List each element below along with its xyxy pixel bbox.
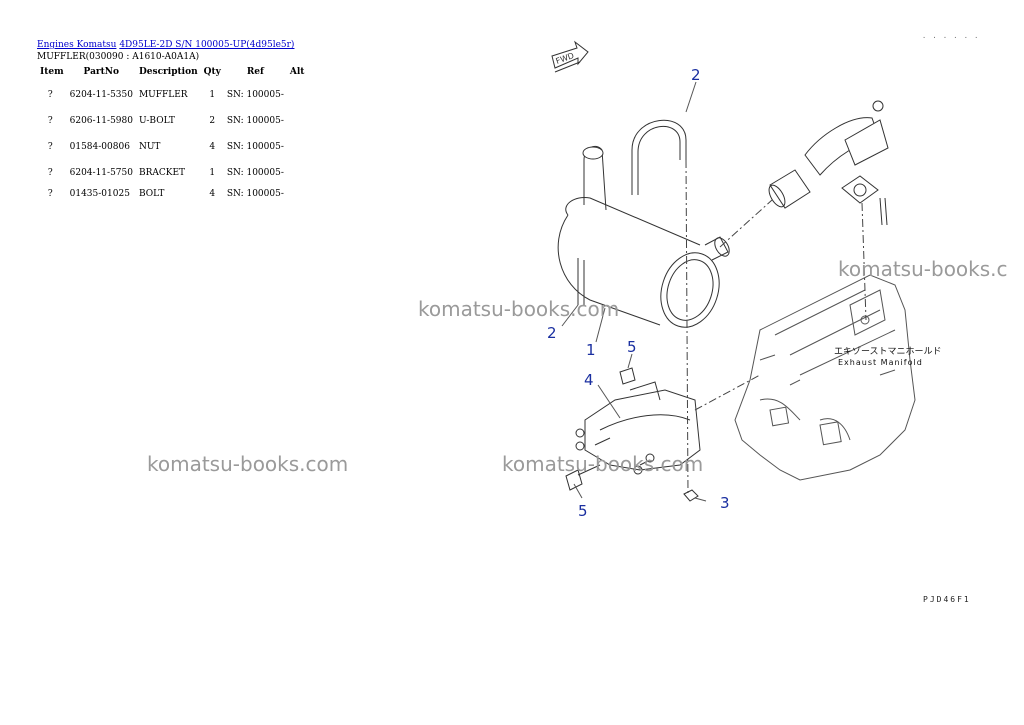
cell-item: ?	[47, 168, 53, 178]
cell-ref: SN: 100005-	[226, 142, 284, 152]
cell-qty: 1	[209, 90, 216, 100]
cell-qty: 4	[209, 189, 216, 199]
nut-icon	[683, 489, 699, 502]
watermark: komatsu-books.com	[502, 452, 704, 476]
cell-ref: SN: 100005-	[226, 116, 284, 126]
watermark: komatsu-books.com	[147, 452, 349, 476]
col-header-description: Description	[138, 67, 198, 77]
nut-top-icon	[872, 100, 884, 112]
cell-alt	[287, 108, 308, 134]
cell-alt	[287, 82, 308, 108]
callout-3: 3	[720, 494, 730, 512]
col-header-ref: Ref	[246, 67, 264, 77]
watermark: komatsu-books.c	[838, 257, 1008, 281]
bolt-icon	[565, 367, 636, 491]
table-row: ? 6206-11-5980 U-BOLT 2 SN: 100005-	[37, 108, 307, 134]
cell-alt	[287, 134, 308, 160]
cell-ref: SN: 100005-	[226, 168, 284, 178]
col-header-qty: Qty	[203, 67, 221, 77]
cell-description: U-BOLT	[138, 116, 175, 126]
callout-5-bottom: 5	[578, 502, 588, 520]
cell-partno: 01435-01025	[69, 189, 130, 199]
cell-partno: 6204-11-5350	[69, 90, 133, 100]
gasket-icon	[841, 175, 879, 204]
breadcrumb-link-model[interactable]: 4D95LE-2D S/N 100005-UP(4d95le5r)	[119, 40, 295, 50]
cell-description: BRACKET	[138, 168, 186, 178]
cell-partno: 6206-11-5980	[69, 116, 133, 126]
table-row: ? 6204-11-5350 MUFFLER 1 SN: 100005-	[37, 82, 307, 108]
callout-2-left: 2	[547, 324, 557, 342]
cell-description: MUFFLER	[138, 90, 188, 100]
callout-2-top: 2	[691, 66, 701, 84]
callout-5-top: 5	[627, 338, 637, 356]
cell-qty: 4	[209, 142, 216, 152]
cell-partno: 01584-00806	[69, 142, 130, 152]
breadcrumb-link-engines[interactable]: Engines Komatsu	[37, 40, 117, 50]
cell-ref: SN: 100005-	[226, 189, 284, 199]
exhaust-pipe-icon	[768, 117, 889, 209]
callout-1: 1	[586, 341, 596, 359]
muffler-icon	[557, 145, 730, 328]
bracket-icon	[575, 381, 701, 475]
cell-item: ?	[47, 90, 53, 100]
cell-qty: 1	[209, 168, 216, 178]
cell-description: NUT	[138, 142, 161, 152]
manifold-label-jp: エキゾーストマニホールド	[834, 346, 942, 357]
manifold-label-en: Exhaust Manifold	[838, 358, 923, 367]
table-row: ? 01435-01025 BOLT 4 SN: 100005-	[37, 186, 307, 202]
parts-diagram: FWD	[547, 40, 942, 520]
col-header-partno: PartNo	[83, 67, 120, 77]
cell-item: ?	[47, 142, 53, 152]
table-header-row: Item PartNo Description Qty Ref Alt	[37, 64, 307, 82]
cell-partno: 6204-11-5750	[69, 168, 133, 178]
cell-qty: 2	[209, 116, 216, 126]
cell-description: BOLT	[138, 189, 165, 199]
col-header-item: Item	[40, 67, 64, 77]
table-row: ? 01584-00806 NUT 4 SN: 100005-	[37, 134, 307, 160]
breadcrumb: Engines Komatsu 4D95LE-2D S/N 100005-UP(…	[37, 40, 294, 51]
cell-alt	[287, 186, 308, 202]
stud-icon	[879, 197, 888, 226]
fwd-arrow-icon: FWD	[551, 40, 589, 73]
drawing-code: PJD46F1	[923, 595, 971, 604]
cell-item: ?	[47, 116, 53, 126]
engine-block-icon	[734, 274, 916, 481]
cell-item: ?	[47, 189, 53, 199]
cell-alt	[287, 160, 308, 186]
parts-table: Item PartNo Description Qty Ref Alt ? 62…	[37, 64, 307, 202]
callout-4: 4	[584, 371, 594, 389]
watermark: komatsu-books.com	[418, 297, 620, 321]
cell-ref: SN: 100005-	[226, 90, 284, 100]
section-title: MUFFLER(030090 : A1610-A0A1A)	[37, 52, 200, 62]
corner-mark: · · · · · ·	[922, 34, 980, 42]
u-bolt-lower-icon	[577, 258, 585, 305]
col-header-alt: Alt	[289, 67, 305, 77]
u-bolt-icon	[631, 119, 687, 195]
table-row: ? 6204-11-5750 BRACKET 1 SN: 100005-	[37, 160, 307, 186]
